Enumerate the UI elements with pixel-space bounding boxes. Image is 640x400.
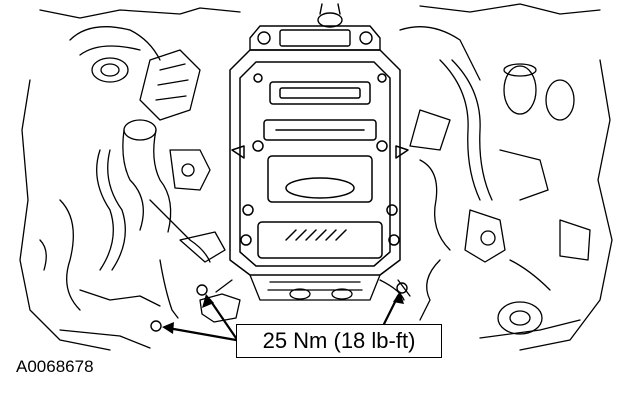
torque-label: 25 Nm (18 lb-ft) bbox=[262, 328, 416, 353]
engine-bay-outline bbox=[19, 3, 613, 351]
bolt-lower-left bbox=[150, 320, 162, 332]
right-engine-components bbox=[379, 26, 591, 335]
bolt-left bbox=[196, 284, 208, 296]
bolt-right bbox=[396, 282, 408, 294]
left-engine-components bbox=[39, 26, 241, 323]
figure-id-label: A0068678 bbox=[16, 357, 94, 376]
callout-arrow-lower-left bbox=[166, 326, 238, 342]
callout-arrows bbox=[162, 291, 404, 342]
throttle-body bbox=[249, 3, 381, 51]
callout-arrow-left bbox=[208, 298, 238, 340]
manifold-bolts bbox=[150, 282, 408, 332]
intake-manifold bbox=[229, 49, 409, 276]
torque-callout-box: 25 Nm (18 lb-ft) bbox=[236, 324, 442, 358]
lower-manifold-section bbox=[215, 274, 411, 301]
